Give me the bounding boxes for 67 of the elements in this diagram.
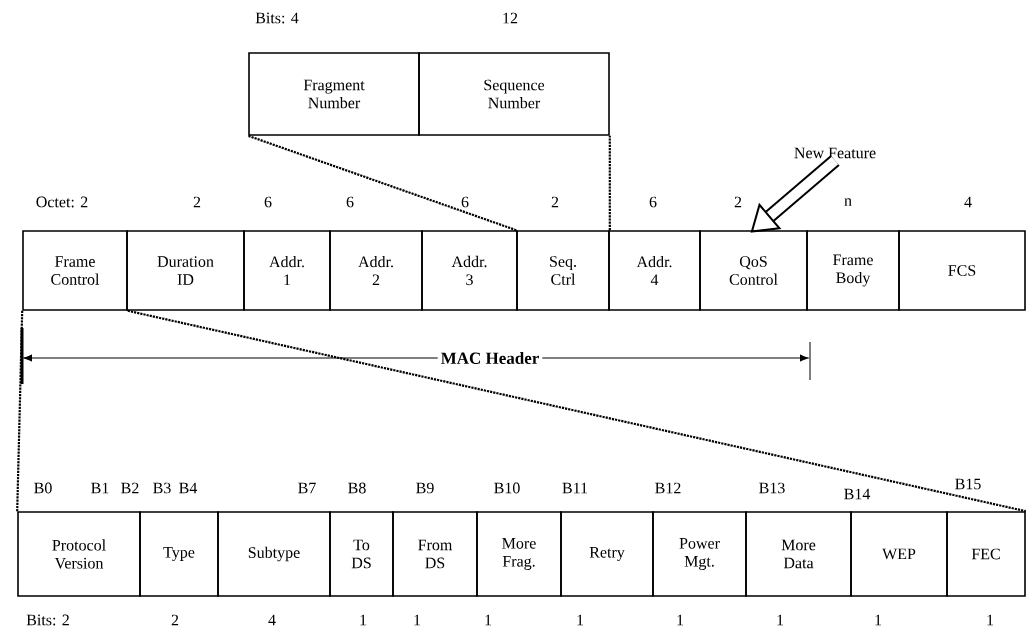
field-size: 12 — [503, 12, 518, 24]
field-box: Sequence Number — [418, 52, 610, 136]
field-size: 1 — [360, 614, 367, 626]
leader-line — [608, 135, 611, 231]
leader-line — [16, 310, 24, 512]
field-size: n — [844, 198, 852, 206]
field-box: Retry — [560, 511, 654, 597]
dimension-label: MAC Header — [437, 349, 543, 367]
field-size: Bits: 2 — [26, 614, 69, 626]
field-size: B14 — [844, 488, 871, 500]
field-size: 1 — [577, 614, 584, 626]
field-box: More Frag. — [476, 511, 562, 597]
field-size: B3 — [153, 482, 171, 494]
field-size: 2 — [734, 196, 742, 208]
field-box: More Data — [745, 511, 852, 597]
field-box: Addr. 2 — [329, 230, 423, 311]
field-size: 6 — [649, 196, 657, 208]
arrow — [750, 155, 840, 233]
field-box: FEC — [946, 511, 1026, 597]
field-size: B10 — [494, 482, 520, 494]
field-box: Seq. Ctrl — [516, 230, 610, 311]
field-size: 1 — [875, 614, 882, 626]
field-size: B12 — [655, 482, 681, 494]
field-box: Power Mgt. — [652, 511, 747, 597]
field-box: To DS — [329, 511, 394, 597]
field-size: 6 — [461, 196, 469, 208]
field-box: Fragment Number — [248, 52, 420, 136]
field-size: 1 — [987, 614, 994, 626]
field-size: Octet: 2 — [36, 196, 88, 208]
callout-text: New Feature — [794, 147, 876, 159]
leader-line — [127, 309, 1027, 513]
field-size: 2 — [551, 196, 559, 208]
field-box: From DS — [392, 511, 478, 597]
field-size: 6 — [346, 196, 354, 208]
field-box: Frame Control — [22, 230, 128, 311]
field-size: B8 — [348, 482, 366, 494]
field-size: B11 — [562, 482, 588, 494]
field-box: Type — [139, 511, 219, 597]
field-size: 6 — [264, 196, 272, 208]
field-size: 4 — [268, 614, 276, 626]
field-box: Duration ID — [126, 230, 245, 311]
field-size: B13 — [759, 482, 785, 494]
field-size: 1 — [677, 614, 684, 626]
field-box: WEP — [850, 511, 948, 597]
field-size: 2 — [171, 614, 179, 626]
field-size: 1 — [777, 614, 784, 626]
field-size: 4 — [964, 196, 972, 208]
field-box: Subtype — [217, 511, 331, 597]
field-size: B2 — [121, 482, 139, 494]
field-size: B0 — [34, 482, 52, 494]
field-size: B15 — [955, 478, 981, 490]
field-size: 1 — [414, 614, 421, 626]
field-box: FCS — [898, 230, 1026, 311]
field-box: Addr. 4 — [608, 230, 701, 311]
field-size: B4 — [179, 482, 198, 494]
field-box: Frame Body — [806, 230, 900, 311]
field-size: B1 — [91, 482, 109, 494]
field-size: 1 — [485, 614, 492, 626]
leader-line — [247, 134, 517, 232]
field-size: B9 — [416, 482, 434, 494]
field-size: 2 — [193, 196, 201, 208]
field-box: Protocol Version — [17, 511, 141, 597]
field-size: Bits: 4 — [255, 12, 299, 24]
field-box: Addr. 1 — [243, 230, 331, 311]
field-size: B7 — [298, 482, 316, 494]
field-box: Addr. 3 — [421, 230, 518, 311]
field-box: QoS Control — [699, 230, 808, 311]
